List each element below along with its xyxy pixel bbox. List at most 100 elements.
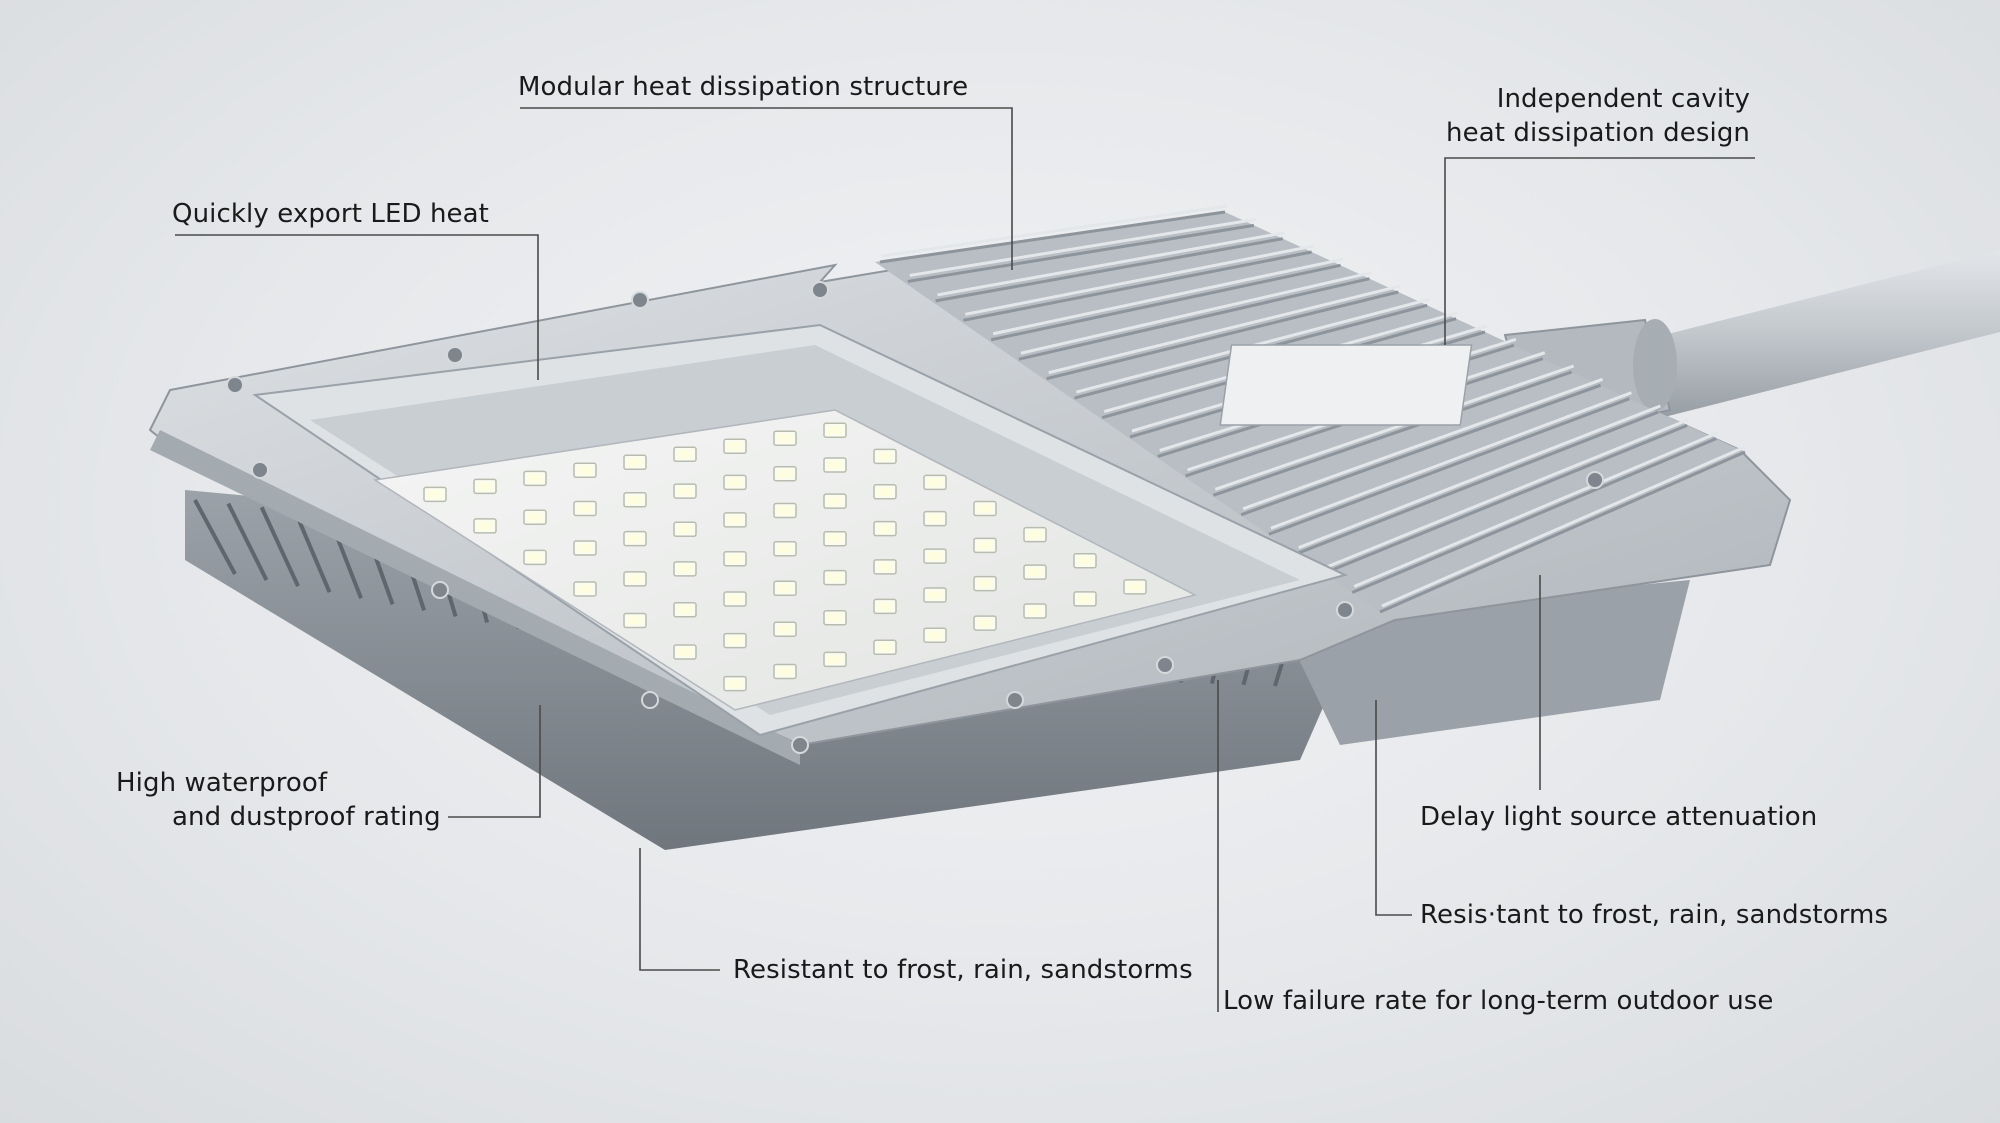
- led-chip-phosphor: [678, 564, 692, 573]
- callout-low-failure-rate: Low failure rate for long-term outdoor u…: [1223, 986, 1774, 1016]
- callout-waterproof-line2: and dustproof rating: [172, 802, 441, 832]
- heat-sink-fin-highlight: [1298, 404, 1661, 550]
- led-chip-phosphor: [978, 579, 992, 588]
- led-chip-phosphor: [628, 495, 642, 504]
- led-chip-phosphor: [878, 643, 892, 652]
- led-chip-phosphor: [778, 544, 792, 553]
- screw: [791, 736, 809, 754]
- led-chip-phosphor: [528, 513, 542, 522]
- heat-sink-fin-highlight: [1242, 377, 1604, 511]
- callout-delay-attenuation: Delay light source attenuation: [1420, 802, 1818, 832]
- led-chip-phosphor: [728, 595, 742, 604]
- led-chip-phosphor: [478, 482, 492, 491]
- led-chip-phosphor: [728, 478, 742, 487]
- led-chip-phosphor: [828, 426, 842, 435]
- led-chip-phosphor: [628, 458, 642, 467]
- led-chip-phosphor: [778, 434, 792, 443]
- led-chip-phosphor: [578, 584, 592, 593]
- led-chip-phosphor: [778, 506, 792, 515]
- heat-sink-fin-highlight: [1381, 444, 1748, 608]
- bottom-fin: [259, 506, 300, 587]
- bottom-fin: [193, 499, 237, 575]
- screw: [446, 346, 464, 364]
- led-chip-phosphor: [728, 442, 742, 451]
- screw: [1336, 601, 1354, 619]
- led-chip-phosphor: [1078, 594, 1092, 603]
- led-chip-phosphor: [678, 648, 692, 657]
- led-chip-phosphor: [978, 504, 992, 513]
- led-chip-phosphor: [828, 497, 842, 506]
- heat-sink-fin-highlight: [1048, 284, 1401, 375]
- callout-resistant-left: Resistant to frost, rain, sandstorms: [733, 955, 1193, 985]
- led-chip-phosphor: [578, 544, 592, 553]
- heat-sink-fin: [935, 237, 1284, 303]
- heat-sink-fin: [1212, 370, 1573, 497]
- heat-sink-fin: [879, 210, 1226, 264]
- led-chip-phosphor: [828, 573, 842, 582]
- callout-independent-cavity-line1: Independent cavity: [1496, 84, 1750, 114]
- led-chip-phosphor: [528, 474, 542, 483]
- screw: [1586, 471, 1604, 489]
- led-chip-phosphor: [928, 552, 942, 561]
- heat-sink-fin: [1323, 423, 1688, 575]
- screw: [1156, 656, 1174, 674]
- bottom-fin: [293, 510, 332, 593]
- led-chip-phosphor: [928, 514, 942, 523]
- led-chip-phosphor: [828, 655, 842, 664]
- heat-sink-fin-highlight: [937, 231, 1286, 297]
- led-chip-phosphor: [728, 679, 742, 688]
- screw: [1006, 691, 1024, 709]
- led-chip-phosphor: [728, 636, 742, 645]
- callout-leader-lines: [175, 107, 1755, 1012]
- heat-sink-fin: [1351, 437, 1717, 594]
- led-chip-phosphor: [1078, 556, 1092, 565]
- heat-sink-fin: [1379, 450, 1746, 614]
- led-chip-phosphor: [928, 590, 942, 599]
- led-chip-phosphor: [728, 515, 742, 524]
- screw: [431, 581, 449, 599]
- led-chip-phosphor: [1028, 568, 1042, 577]
- screw: [811, 281, 829, 299]
- heat-sink-fin: [990, 263, 1341, 342]
- led-chip-phosphor: [628, 574, 642, 583]
- led-chip-phosphor: [578, 504, 592, 513]
- heat-sink-fin-highlight: [1353, 431, 1719, 588]
- led-chip-phosphor: [428, 490, 442, 499]
- led-chip-phosphor: [878, 452, 892, 461]
- led-chip-phosphor: [828, 613, 842, 622]
- led-chip-phosphor: [678, 525, 692, 534]
- led-chip-phosphor: [778, 469, 792, 478]
- callout-independent-cavity-line2: heat dissipation design: [1446, 118, 1750, 148]
- led-chip-phosphor: [1028, 607, 1042, 616]
- heat-sink-fin-highlight: [881, 204, 1228, 258]
- led-chip-phosphor: [778, 625, 792, 634]
- led-chip-phosphor: [628, 534, 642, 543]
- led-chip-phosphor: [828, 461, 842, 470]
- led-chip-phosphor: [678, 487, 692, 496]
- led-chip-phosphor: [878, 562, 892, 571]
- screw: [641, 691, 659, 709]
- led-chip-phosphor: [728, 554, 742, 563]
- led-chip-phosphor: [828, 534, 842, 543]
- heat-sink-fin-highlight: [1325, 417, 1690, 569]
- led-chip-phosphor: [778, 584, 792, 593]
- callout-modular-heat-dissipation: Modular heat dissipation structure: [518, 72, 969, 102]
- top-heat-sink-fins: [875, 204, 1748, 614]
- led-chip-phosphor: [978, 541, 992, 550]
- callout-waterproof-line1: High waterproof: [116, 768, 328, 798]
- led-chip-phosphor: [678, 450, 692, 459]
- heat-sink-fin: [1268, 397, 1630, 536]
- heat-sink-fin-highlight: [1270, 391, 1632, 530]
- led-chip-phosphor: [1028, 530, 1042, 539]
- heat-sink-fin: [1018, 277, 1370, 361]
- led-chip-phosphor: [978, 619, 992, 628]
- led-chip-phosphor: [478, 521, 492, 530]
- screw: [226, 376, 244, 394]
- heat-sink-fin: [1046, 290, 1399, 381]
- heat-sink-fin-highlight: [965, 244, 1314, 316]
- led-chip-phosphor: [778, 667, 792, 676]
- led-chip-phosphor: [1128, 582, 1142, 591]
- led-chip-phosphor: [878, 524, 892, 533]
- led-chip-phosphor: [628, 616, 642, 625]
